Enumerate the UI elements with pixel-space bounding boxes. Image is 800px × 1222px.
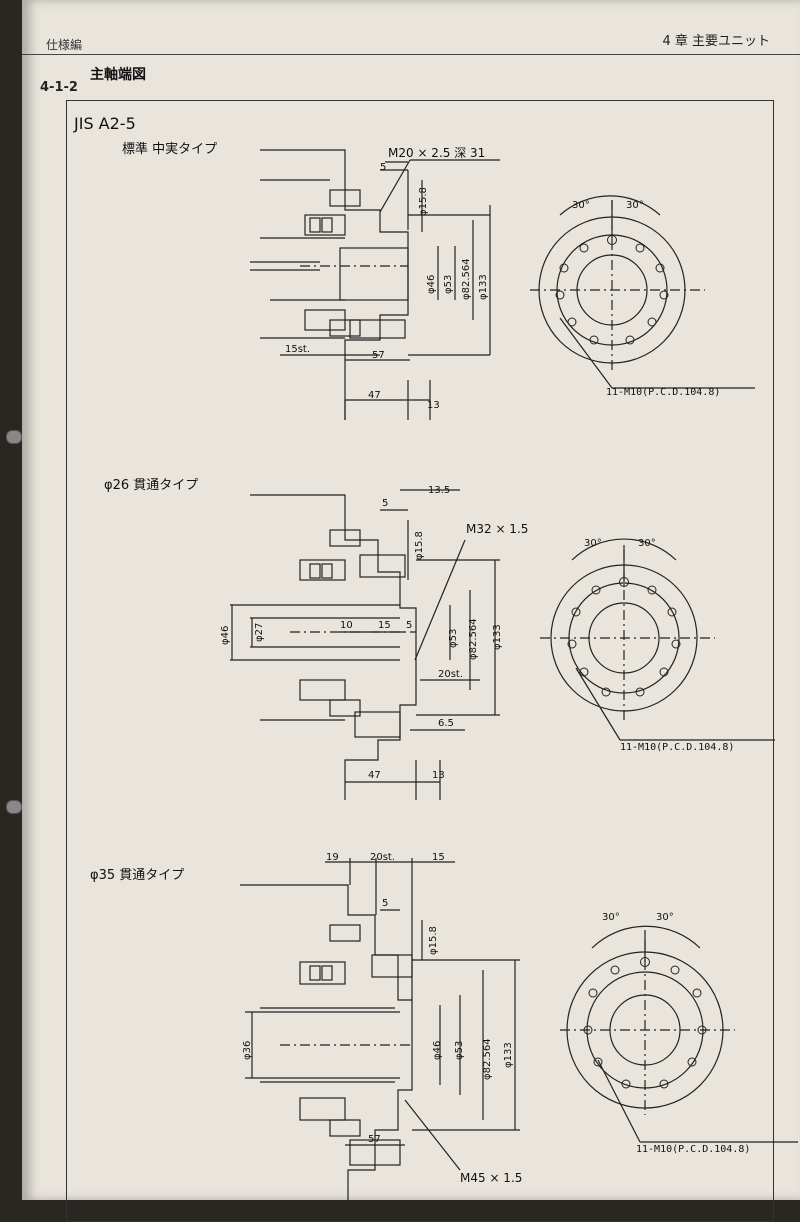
dim-3-d4: φ15.8	[428, 926, 439, 955]
callout-3: M45 × 1.5	[460, 1171, 522, 1185]
flange-2-bolt-note: 11-M10(P.C.D.104.8)	[620, 742, 734, 753]
spindle-section-1: 5 φ15.8 φ46 φ53 φ82.564 φ133 15st. 57 47…	[250, 146, 500, 420]
jis-label: JIS A2-5	[74, 114, 136, 133]
dim-3-d7: φ53	[454, 1041, 465, 1060]
flange-1-bolt-note: 11-M10(P.C.D.104.8)	[606, 387, 720, 398]
dim-3-d2: 15	[432, 852, 445, 863]
flange-3-bolt-note: 11-M10(P.C.D.104.8)	[636, 1144, 750, 1155]
dim-2-d8: 5	[406, 620, 412, 631]
callout-2: M32 × 1.5	[466, 522, 528, 536]
section-number: 4-1-2	[40, 80, 78, 95]
dim-3-d6: φ46	[432, 1041, 443, 1060]
dim-2-d10: φ82.564	[468, 618, 479, 660]
dim-1-d6: φ133	[478, 274, 489, 300]
spindle-section-3: 19 20st. 15 5 φ15.8 φ36 φ46 φ53 φ82.564 …	[240, 852, 522, 1200]
header-left: 仕様編	[46, 38, 83, 52]
dim-1-d5: φ82.564	[461, 258, 472, 300]
flange-3-angle-left: 30°	[602, 912, 620, 923]
dim-1-stroke: 15st.	[285, 344, 310, 355]
type-label-solid: 標準 中実タイプ	[122, 142, 218, 157]
dim-2-d6: 10	[340, 620, 353, 631]
dim-3-d9: φ133	[503, 1042, 514, 1068]
header-rule	[22, 54, 800, 55]
flange-1-angle-right: 30°	[626, 200, 644, 211]
dim-2-d4: φ46	[220, 626, 231, 645]
flange-3-angle-right: 30°	[656, 912, 674, 923]
binder-ring	[6, 430, 22, 444]
dim-2-d7: 15	[378, 620, 391, 631]
dim-2-d9: φ53	[448, 629, 459, 648]
dim-3-d3: 5	[382, 898, 388, 909]
type-label-35: φ35 貫通タイプ	[90, 868, 185, 883]
dim-1-d4: φ53	[443, 275, 454, 294]
dim-2-d1: 13.5	[428, 485, 450, 496]
dim-2-d12: 6.5	[438, 718, 454, 729]
dim-1-d9: 13	[427, 400, 440, 411]
dim-2-d2: 5	[382, 498, 388, 509]
type-label-26: φ26 貫通タイプ	[104, 478, 199, 493]
flange-2-angle-left: 30°	[584, 538, 602, 549]
dim-1-d7: 57	[372, 350, 385, 361]
flange-view-1: 30° 30° 11-M10(P.C.D.104.8)	[530, 195, 755, 398]
dim-2-d14: 13	[432, 770, 445, 781]
dim-3-d1: 19	[326, 852, 339, 863]
dim-3-d5: φ36	[242, 1041, 253, 1060]
binder-ring	[6, 800, 22, 814]
flange-1-angle-left: 30°	[572, 200, 590, 211]
dim-3-d10: 57	[368, 1134, 381, 1145]
flange-view-3: 30° 30° 11-M10(P.C.D.104.8)	[560, 912, 798, 1155]
dim-2-stroke: 20st.	[438, 669, 463, 680]
dim-1-d1: 5	[380, 162, 386, 173]
flange-2-angle-right: 30°	[638, 538, 656, 549]
dim-1-d3: φ46	[426, 275, 437, 294]
dim-2-d3: φ15.8	[414, 531, 425, 560]
header-right: 4 章 主要ユニット	[662, 34, 770, 49]
dim-3-stroke: 20st.	[370, 852, 395, 863]
dim-1-d8: 47	[368, 390, 381, 401]
flange-view-2: 30° 30° 11-M10(P.C.D.104.8)	[540, 538, 775, 753]
callout-1: M20 × 2.5 深 31	[388, 146, 485, 160]
dim-2-d11: φ133	[492, 624, 503, 650]
dim-1-d2: φ15.8	[418, 187, 429, 216]
dim-2-d13: 47	[368, 770, 381, 781]
section-title: 主軸端図	[90, 67, 146, 83]
spindle-section-2: 13.5 5 φ15.8 φ46 φ27 10 15 5 φ53 φ82.564…	[220, 485, 528, 800]
dim-2-d5: φ27	[254, 623, 265, 642]
dim-3-d8: φ82.564	[482, 1038, 493, 1080]
